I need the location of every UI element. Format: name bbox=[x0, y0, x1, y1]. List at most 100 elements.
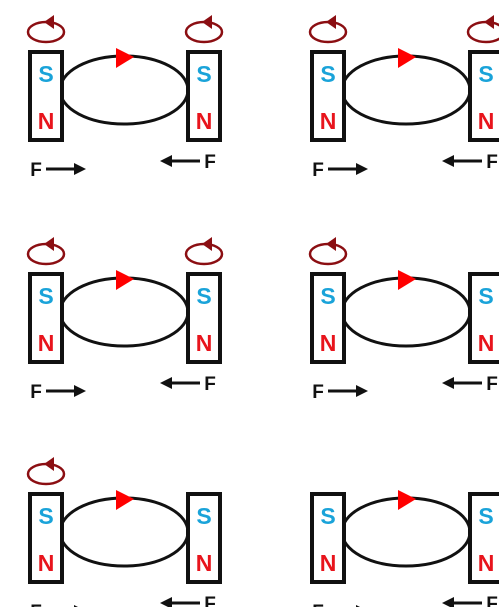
bar-magnet-right: SN bbox=[468, 50, 499, 142]
south-pole-label: S bbox=[478, 503, 493, 529]
rotation-arrow-icon-left bbox=[308, 237, 348, 266]
magnet-body bbox=[468, 272, 499, 364]
rotation-arrow-icon-left bbox=[26, 237, 66, 266]
south-pole-label: S bbox=[196, 61, 211, 87]
magnet-body bbox=[468, 50, 499, 142]
rotation-ring bbox=[184, 242, 224, 266]
bar-magnet-left: SN bbox=[28, 50, 64, 142]
north-pole-label: N bbox=[196, 330, 213, 356]
south-pole-label: S bbox=[478, 283, 493, 309]
bar-magnet-right: SN bbox=[186, 492, 222, 584]
rotation-arrowhead bbox=[44, 237, 54, 251]
current-arrowhead-icon bbox=[398, 270, 416, 290]
magnet-body bbox=[186, 272, 222, 364]
force-label: F bbox=[486, 374, 498, 395]
south-pole-label: S bbox=[38, 61, 53, 87]
rotation-arrow-icon-left bbox=[26, 457, 66, 486]
rotation-arrow-icon-right bbox=[184, 237, 224, 266]
rotation-ring bbox=[26, 462, 66, 486]
force-arrowhead bbox=[442, 597, 454, 607]
force-arrowhead bbox=[356, 385, 368, 397]
force-arrowhead bbox=[442, 155, 454, 167]
bar-magnet-left: SN bbox=[28, 492, 64, 584]
force-label: F bbox=[486, 152, 498, 173]
force-arrow-right: F bbox=[160, 374, 216, 395]
force-arrow-left: F bbox=[312, 160, 368, 181]
force-label: F bbox=[204, 152, 216, 173]
bar-magnet-right: SN bbox=[468, 272, 499, 364]
rotation-arrow-icon-right bbox=[184, 15, 224, 44]
bar-magnet-right: SN bbox=[186, 272, 222, 364]
rotation-arrowhead bbox=[484, 15, 494, 29]
north-pole-label: N bbox=[38, 108, 55, 134]
rotation-arrowhead bbox=[202, 237, 212, 251]
rotation-arrow-icon-right bbox=[466, 15, 499, 44]
rotation-ring bbox=[308, 20, 348, 44]
current-arrowhead-icon bbox=[398, 48, 416, 68]
force-arrowhead bbox=[356, 163, 368, 175]
south-pole-label: S bbox=[478, 61, 493, 87]
north-pole-label: N bbox=[38, 330, 55, 356]
south-pole-label: S bbox=[320, 61, 335, 87]
current-loop bbox=[340, 54, 472, 126]
bar-magnet-right: SN bbox=[186, 50, 222, 142]
rotation-arrowhead bbox=[326, 15, 336, 29]
bar-magnet-left: SN bbox=[28, 272, 64, 364]
current-arrowhead-icon bbox=[116, 490, 134, 510]
rotation-ring bbox=[184, 20, 224, 44]
south-pole-label: S bbox=[38, 283, 53, 309]
force-label: F bbox=[486, 594, 498, 607]
current-arrowhead-icon bbox=[116, 270, 134, 290]
force-arrowhead bbox=[442, 377, 454, 389]
force-label: F bbox=[204, 374, 216, 395]
bar-magnet-left: SN bbox=[310, 50, 346, 142]
magnet-body bbox=[28, 492, 64, 584]
force-arrowhead bbox=[74, 385, 86, 397]
magnet-body bbox=[310, 492, 346, 584]
magnet-body bbox=[28, 50, 64, 142]
magnet-body bbox=[310, 272, 346, 364]
current-arrowhead-icon bbox=[116, 48, 134, 68]
south-pole-label: S bbox=[38, 503, 53, 529]
south-pole-label: S bbox=[196, 283, 211, 309]
north-pole-label: N bbox=[320, 550, 337, 576]
rotation-arrowhead bbox=[44, 457, 54, 471]
rotation-arrow-icon-left bbox=[308, 15, 348, 44]
south-pole-label: S bbox=[320, 503, 335, 529]
force-label: F bbox=[204, 594, 216, 607]
rotation-arrowhead bbox=[44, 15, 54, 29]
force-arrow-right: F bbox=[160, 152, 216, 173]
north-pole-label: N bbox=[478, 550, 495, 576]
force-label: F bbox=[312, 602, 324, 607]
current-arrowhead-icon bbox=[398, 490, 416, 510]
current-loop bbox=[340, 276, 472, 348]
rotation-ring bbox=[26, 242, 66, 266]
rotation-arrow-icon-left bbox=[26, 15, 66, 44]
north-pole-label: N bbox=[38, 550, 55, 576]
magnet-body bbox=[186, 492, 222, 584]
north-pole-label: N bbox=[196, 550, 213, 576]
force-arrow-right: F bbox=[442, 152, 498, 173]
force-arrow-left: F bbox=[30, 382, 86, 403]
rotation-ring bbox=[466, 20, 499, 44]
north-pole-label: N bbox=[320, 108, 337, 134]
south-pole-label: S bbox=[196, 503, 211, 529]
force-arrow-left: F bbox=[312, 602, 360, 607]
rotation-arrowhead bbox=[326, 237, 336, 251]
north-pole-label: N bbox=[320, 330, 337, 356]
north-pole-label: N bbox=[478, 108, 495, 134]
current-loop bbox=[340, 496, 472, 568]
magnet-body bbox=[468, 492, 499, 584]
north-pole-label: N bbox=[478, 330, 495, 356]
current-loop bbox=[58, 54, 190, 126]
force-label: F bbox=[312, 160, 324, 181]
force-arrowhead bbox=[160, 597, 172, 607]
current-loop bbox=[58, 276, 190, 348]
bar-magnet-left: SN bbox=[310, 272, 346, 364]
